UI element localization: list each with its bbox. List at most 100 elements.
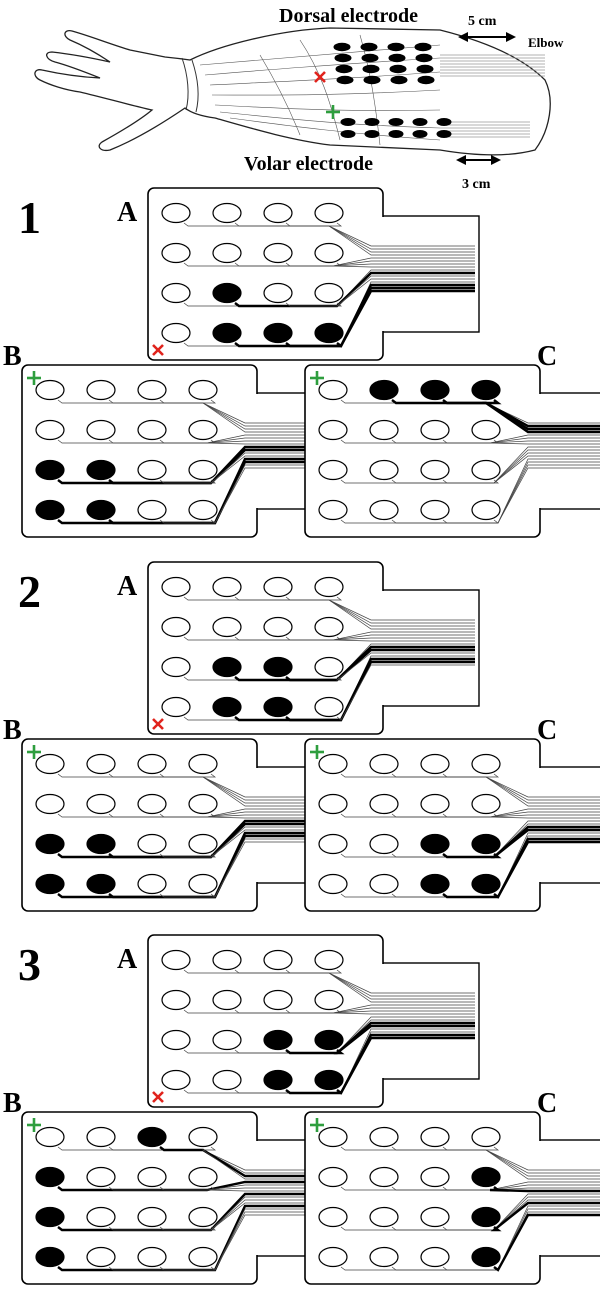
- arm-volar-electrode: [436, 118, 452, 126]
- inactive-electrode: [318, 833, 348, 855]
- inactive-electrode: [471, 793, 501, 815]
- inactive-electrode: [188, 1126, 218, 1148]
- board-trace: [493, 840, 600, 899]
- inactive-electrode: [314, 616, 344, 638]
- inactive-electrode: [188, 459, 218, 481]
- inactive-electrode: [188, 873, 218, 895]
- inactive-electrode: [263, 282, 293, 304]
- inactive-electrode: [420, 1166, 450, 1188]
- board-trace: [327, 969, 475, 1003]
- inactive-electrode: [86, 1206, 116, 1228]
- inactive-electrode: [263, 616, 293, 638]
- electrode-board: [147, 561, 480, 735]
- inactive-electrode: [137, 1246, 167, 1268]
- arm-dorsal-electrode: [360, 42, 378, 52]
- inactive-electrode: [212, 1069, 242, 1091]
- board-trace: [336, 289, 475, 348]
- inactive-electrode: [86, 1246, 116, 1268]
- active-electrode: [35, 1246, 65, 1268]
- electrode-board: [304, 738, 600, 912]
- inactive-electrode: [161, 1069, 191, 1091]
- board-trace: [484, 1146, 600, 1180]
- board-trace: [201, 399, 349, 433]
- inactive-electrode: [188, 753, 218, 775]
- electrode-board: [21, 364, 354, 538]
- inactive-electrode: [369, 873, 399, 895]
- dorsal-electrode-array: [333, 42, 435, 85]
- inactive-electrode: [263, 576, 293, 598]
- active-electrode: [212, 656, 242, 678]
- inactive-electrode: [137, 419, 167, 441]
- inactive-electrode: [471, 499, 501, 521]
- active-electrode: [86, 833, 116, 855]
- active-electrode: [420, 379, 450, 401]
- inactive-electrode: [420, 459, 450, 481]
- volar-cable-bundle: [440, 121, 530, 138]
- inactive-electrode: [471, 419, 501, 441]
- arm-volar-electrode: [364, 118, 380, 126]
- volar-spacing-arrow: [456, 155, 501, 165]
- arm-volar-electrode: [412, 118, 428, 126]
- inactive-electrode: [161, 322, 191, 344]
- inactive-electrode: [369, 833, 399, 855]
- forearm-illustration: Dorsal electrode Volar electrode 5 cm 3 …: [34, 5, 564, 192]
- inactive-electrode: [212, 989, 242, 1011]
- volar-electrode-label: Volar electrode: [244, 153, 373, 175]
- configuration-number: 2: [18, 566, 41, 617]
- electrode-board: [21, 1111, 354, 1285]
- active-electrode: [471, 1246, 501, 1268]
- inactive-electrode: [188, 379, 218, 401]
- inactive-electrode: [35, 379, 65, 401]
- inactive-electrode: [188, 1206, 218, 1228]
- arm-dorsal-electrode: [336, 75, 354, 85]
- active-electrode: [35, 459, 65, 481]
- arm-volar-electrode: [340, 118, 356, 126]
- inactive-electrode: [35, 1126, 65, 1148]
- inactive-electrode: [318, 499, 348, 521]
- inactive-electrode: [318, 1126, 348, 1148]
- electrode-board: [304, 364, 600, 538]
- inactive-electrode: [161, 696, 191, 718]
- active-electrode: [35, 873, 65, 895]
- board-trace: [210, 841, 349, 898]
- active-electrode: [212, 282, 242, 304]
- red-cross-icon: [152, 344, 164, 356]
- arm-dorsal-electrode: [415, 53, 433, 63]
- board-trace: [201, 1146, 349, 1180]
- board-trace: [493, 1213, 600, 1272]
- inactive-electrode: [369, 419, 399, 441]
- green-plus-icon: [27, 745, 41, 759]
- active-electrode: [263, 322, 293, 344]
- green-plus-icon: [326, 105, 340, 119]
- board-trace: [327, 222, 475, 256]
- elbow-label: Elbow: [528, 35, 564, 50]
- board-trace: [332, 262, 475, 268]
- inactive-electrode: [161, 282, 191, 304]
- board-trace: [489, 1186, 600, 1193]
- active-electrode: [35, 833, 65, 855]
- forearm-outline: [34, 27, 551, 156]
- board-trace: [493, 467, 600, 524]
- inactive-electrode: [318, 873, 348, 895]
- inactive-electrode: [137, 873, 167, 895]
- inactive-electrode: [86, 419, 116, 441]
- inactive-electrode: [137, 753, 167, 775]
- inactive-electrode: [35, 419, 65, 441]
- inactive-electrode: [263, 949, 293, 971]
- inactive-electrode: [318, 793, 348, 815]
- active-electrode: [212, 696, 242, 718]
- inactive-electrode: [137, 499, 167, 521]
- inactive-electrode: [471, 1126, 501, 1148]
- arm-dorsal-electrode: [362, 64, 380, 74]
- active-electrode: [263, 656, 293, 678]
- active-electrode: [35, 1166, 65, 1188]
- dorsal-spacing-label: 5 cm: [468, 14, 497, 29]
- board-trace: [482, 399, 600, 434]
- active-electrode: [86, 873, 116, 895]
- board-trace: [332, 636, 475, 642]
- inactive-electrode: [420, 1126, 450, 1148]
- board-trace: [333, 1024, 475, 1055]
